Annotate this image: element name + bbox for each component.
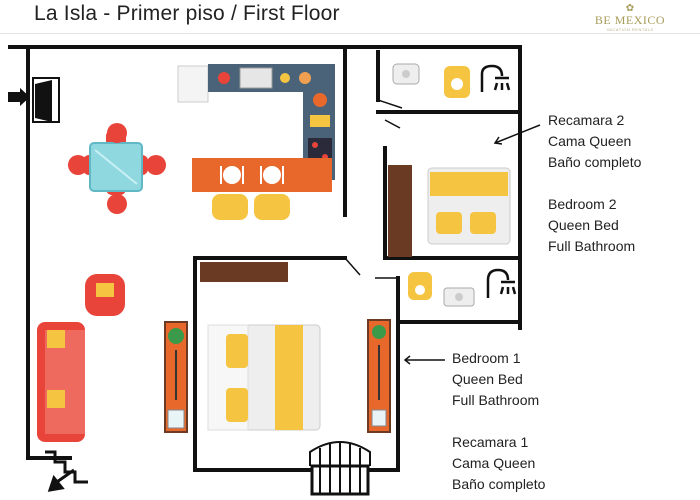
label-bedroom-1: Bedroom 1 Queen Bed Full Bathroom [452,348,539,411]
living-area [37,274,125,442]
label-bedroom-1-bath: Full Bathroom [452,392,540,408]
stairs-icon [45,450,88,492]
bathroom-1 [408,268,517,307]
label-recamara-1-bed: Cama Queen [452,455,536,471]
bedroom-2 [388,165,511,257]
label-arrows [403,124,541,365]
label-bedroom-1-bed: Queen Bed [452,371,523,387]
entrance-door-icon [8,77,60,123]
dining-set [68,123,166,214]
label-bedroom-2: Bedroom 2 Queen Bed Full Bathroom [548,194,635,257]
brand-logo: ✿ BE MEXICO VACATION RENTALS [580,3,680,33]
label-recamara-1-bath: Baño completo [452,476,546,492]
door-swings [344,99,403,279]
bedroom-1 [164,262,391,433]
page-title: La Isla - Primer piso / First Floor [34,2,340,25]
label-recamara-2-bath: Baño completo [548,154,642,170]
logo-mark-icon: ✿ [625,3,635,14]
label-bedroom-2-head: Bedroom 2 [548,196,617,212]
label-recamara-1-head: Recamara 1 [452,434,529,450]
balcony-icon [309,441,371,496]
label-bedroom-1-head: Bedroom 1 [452,350,521,366]
label-bedroom-2-bed: Queen Bed [548,217,619,233]
logo-tagline: VACATION RENTALS [606,27,654,32]
bathroom-2 [392,63,511,98]
label-recamara-2: Recamara 2 Cama Queen Baño completo [548,110,641,173]
label-recamara-2-head: Recamara 2 [548,112,625,128]
title-divider [0,33,700,34]
logo-name: BE MEXICO [594,13,666,27]
label-bedroom-2-bath: Full Bathroom [548,238,636,254]
shower-icon [480,64,511,92]
label-recamara-2-bed: Cama Queen [548,133,632,149]
walls [8,45,522,472]
kitchen [177,64,335,220]
label-recamara-1: Recamara 1 Cama Queen Baño completo [452,432,545,495]
plant-icon [168,328,184,344]
